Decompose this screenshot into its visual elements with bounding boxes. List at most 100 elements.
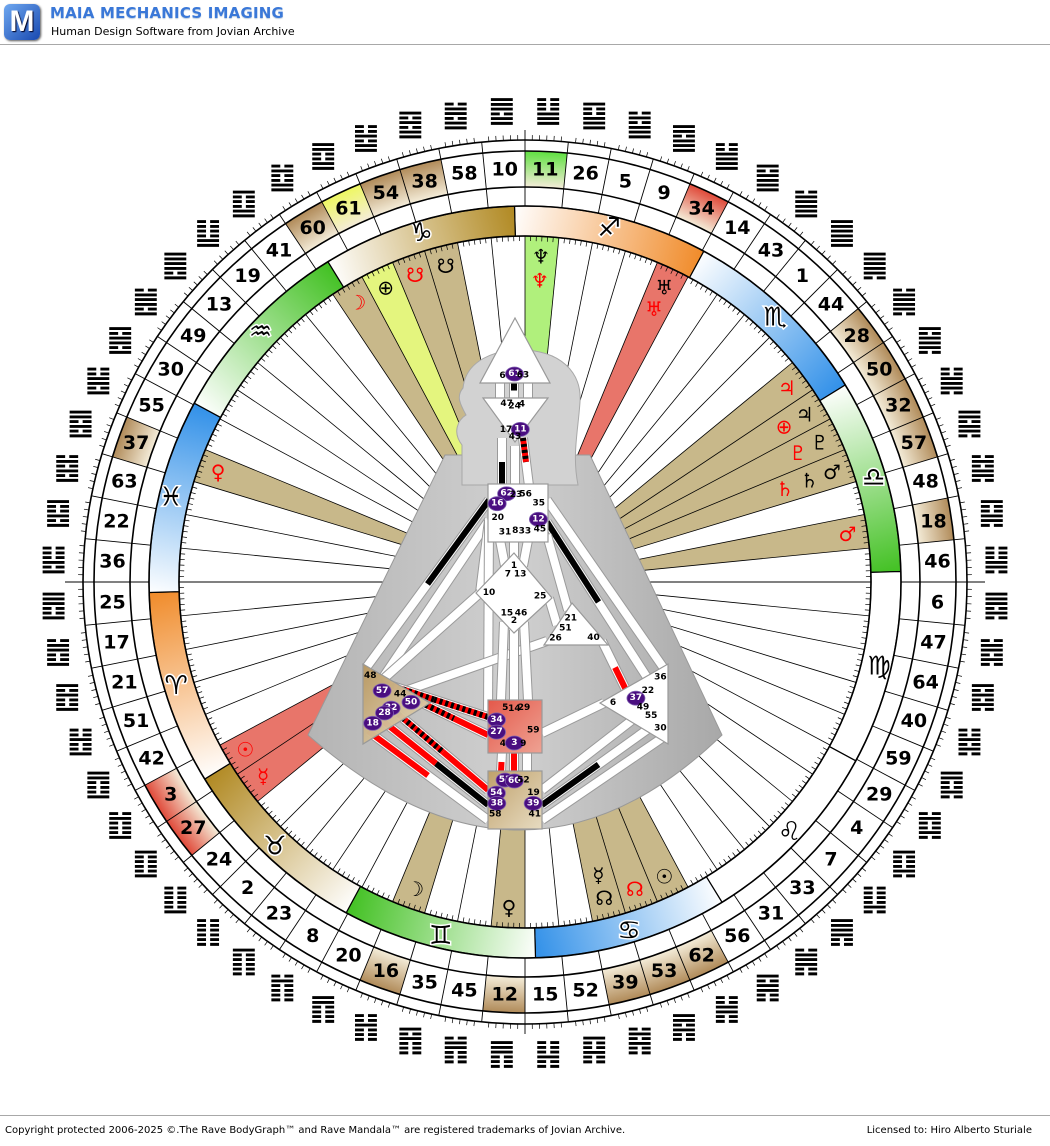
gate-label-38: 38 [491, 798, 504, 808]
south-node-personality-icon: ☋ [437, 254, 455, 278]
mercury-personality-icon: ☿ [592, 863, 604, 887]
gate-label-25: 25 [534, 592, 547, 602]
gate-number-62: 62 [688, 944, 714, 966]
gate-number-24: 24 [206, 848, 232, 870]
venus-design-icon: ♀ [211, 460, 226, 484]
north-node-personality-icon: ☊ [595, 886, 613, 910]
gate-label-21: 21 [564, 614, 577, 624]
hexagram-29-icon: ䷜ [916, 807, 943, 842]
gate-number-43: 43 [758, 239, 784, 261]
channel-base [523, 540, 528, 566]
gate-number-11: 11 [532, 159, 558, 181]
hexagram-8-icon: ䷇ [269, 969, 296, 1004]
gate-label-9: 9 [520, 739, 526, 749]
gate-number-9: 9 [658, 182, 671, 204]
channel-15-5 [501, 622, 504, 700]
zodiac-libra-icon: ♎ [862, 463, 885, 493]
jupiter-personality-icon: ♃ [796, 402, 814, 426]
hexagram-50-icon: ䷱ [916, 322, 943, 357]
gate-label-6: 6 [610, 698, 616, 708]
gate-number-27: 27 [180, 817, 206, 839]
hexagram-53-icon: ䷴ [671, 1009, 698, 1044]
gate-label-51: 51 [559, 623, 572, 633]
zodiac-aquarius-icon: ♒ [249, 317, 272, 347]
gate-label-58: 58 [489, 810, 502, 820]
moon-design-icon: ☽ [348, 290, 366, 314]
app-footer: Copyright protected 2006-2025 ©.The Rave… [0, 1115, 1050, 1146]
gate-number-56: 56 [724, 925, 750, 947]
hexagram-23-icon: ䷖ [230, 944, 257, 979]
hexagram-63-icon: ䷾ [54, 450, 81, 485]
pluto-design-icon: ♇ [789, 441, 807, 465]
hexagram-51-icon: ䷲ [67, 724, 94, 759]
hexagram-2-icon: ䷁ [195, 914, 222, 949]
hexagram-18-icon: ䷑ [978, 495, 1005, 530]
gate-label-50: 50 [405, 697, 418, 707]
hexagram-32-icon: ䷟ [938, 363, 965, 398]
zodiac-scorpio-icon: ♏ [763, 303, 786, 333]
gate-number-28: 28 [843, 325, 869, 347]
gate-number-40: 40 [901, 710, 927, 732]
gate-label-31: 31 [499, 528, 512, 538]
venus-personality-icon: ♀ [502, 896, 517, 920]
gate-number-42: 42 [138, 748, 164, 770]
gate-number-64: 64 [912, 671, 938, 693]
hexagram-47-icon: ䷮ [978, 634, 1005, 669]
hexagram-39-icon: ䷦ [626, 1022, 653, 1057]
hexagram-17-icon: ䷐ [45, 634, 72, 669]
gate-number-58: 58 [451, 162, 477, 184]
hexagram-41-icon: ䷨ [230, 185, 257, 220]
gate-number-22: 22 [103, 510, 129, 532]
gate-label-48: 48 [364, 671, 377, 681]
hexagram-58-icon: ䷹ [442, 98, 469, 133]
hexagram-43-icon: ䷪ [793, 185, 820, 220]
pluto-personality-icon: ♇ [811, 431, 829, 455]
gate-number-19: 19 [234, 265, 260, 287]
hexagram-19-icon: ䷒ [195, 215, 222, 250]
gate-label-26: 26 [549, 633, 562, 643]
channel-base [524, 622, 528, 700]
mars-design-icon: ♂ [839, 522, 857, 546]
hexagram-40-icon: ䷧ [956, 724, 983, 759]
channel-31-7 [500, 540, 505, 566]
sun-personality-icon: ☉ [655, 865, 673, 889]
channel-46-29 [524, 622, 528, 700]
gate-number-36: 36 [99, 551, 125, 573]
gate-number-35: 35 [411, 972, 437, 994]
gate-number-2: 2 [241, 877, 254, 899]
gate-number-44: 44 [818, 294, 844, 316]
uranus-design-icon: ♅ [645, 297, 663, 321]
hexagram-7-icon: ䷆ [861, 881, 888, 916]
gate-number-15: 15 [532, 984, 558, 1006]
gate-number-23: 23 [266, 903, 292, 925]
gate-label-28: 28 [378, 708, 391, 718]
gate-label-55: 55 [645, 711, 658, 721]
hexagram-36-icon: ䷣ [40, 541, 67, 576]
gate-number-57: 57 [901, 432, 927, 454]
hexagram-15-icon: ䷎ [535, 1036, 562, 1071]
channel-base [500, 540, 505, 566]
gate-number-29: 29 [866, 783, 892, 805]
hexagram-22-icon: ䷕ [45, 495, 72, 530]
gate-label-35: 35 [533, 499, 546, 509]
hexagram-44-icon: ䷫ [861, 248, 888, 283]
gate-label-2: 2 [511, 616, 517, 626]
gate-label-30: 30 [654, 723, 667, 733]
gate-label-20: 20 [491, 513, 504, 523]
hexagram-1-icon: ䷀ [829, 215, 856, 250]
center-root: 536052541938395841 [487, 771, 542, 829]
hexagram-26-icon: ䷙ [581, 98, 608, 133]
gate-number-38: 38 [411, 170, 437, 192]
zodiac-pisces-icon: ♓ [159, 483, 182, 513]
gate-label-12: 12 [532, 514, 545, 524]
hexagram-52-icon: ䷳ [581, 1031, 608, 1066]
gate-label-7: 7 [505, 570, 511, 580]
hexagram-24-icon: ䷗ [162, 881, 189, 916]
gate-label-40: 40 [587, 633, 600, 643]
hexagram-30-icon: ䷝ [107, 322, 134, 357]
hexagram-20-icon: ䷓ [310, 991, 337, 1026]
hexagram-46-icon: ䷭ [983, 541, 1010, 576]
gate-number-5: 5 [619, 170, 632, 192]
zodiac-taurus-icon: ♉ [263, 831, 286, 861]
south-node-design-icon: ☋ [406, 263, 424, 287]
